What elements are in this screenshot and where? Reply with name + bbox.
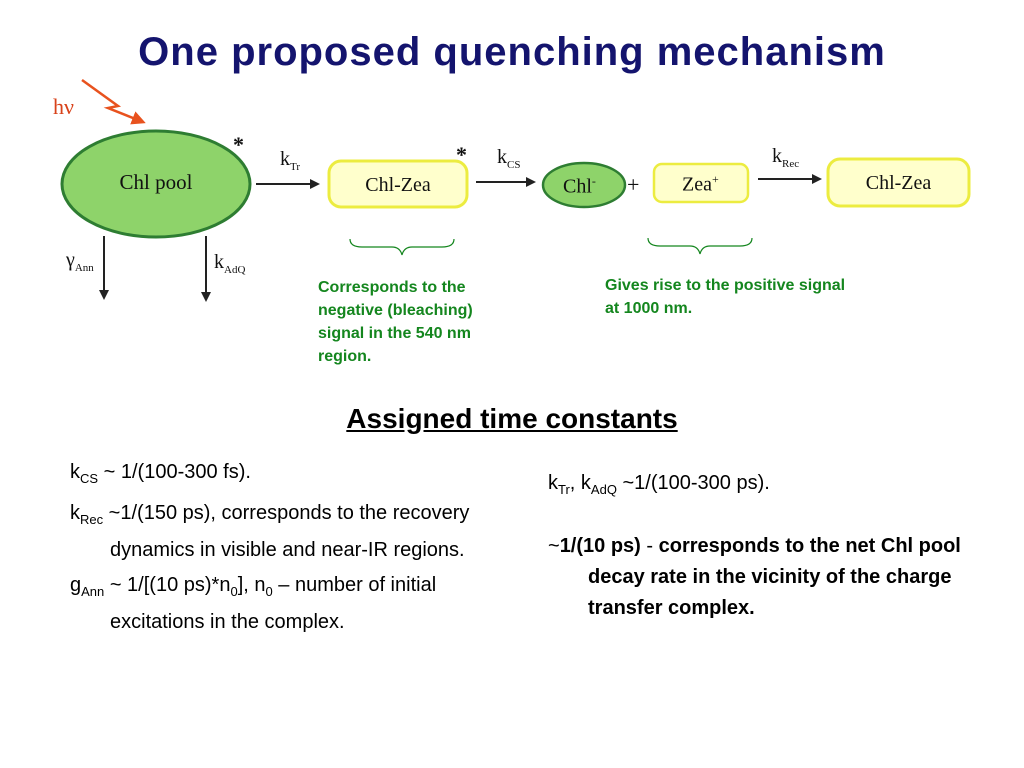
net-decay-constant: ~1/(10 ps) - corresponds to the net Chl … bbox=[548, 535, 961, 619]
kcs-label: kCS bbox=[497, 146, 521, 171]
brace-left bbox=[349, 238, 455, 256]
chl-pool-node bbox=[60, 129, 252, 239]
chl-zea-final-node bbox=[826, 157, 971, 208]
right-constants-column: kTr, kAdQ ~1/(100-300 ps). ~1/(10 ps) - … bbox=[548, 468, 978, 628]
chl-zea-excited-label: Chl-Zea bbox=[365, 174, 431, 196]
negative-signal-note: Corresponds to the negative (bleaching) … bbox=[318, 279, 473, 365]
ktr-label: kTr bbox=[280, 148, 300, 173]
chl-zea-excited-node bbox=[327, 159, 469, 209]
photon-arrow bbox=[81, 78, 146, 125]
page-title: One proposed quenching mechanism bbox=[138, 30, 886, 74]
krec-label: kRec bbox=[772, 145, 800, 170]
chl-radical-label: Chl- bbox=[563, 174, 596, 198]
excited-mark-chl-zea: * bbox=[456, 142, 467, 167]
mechanism-diagram bbox=[60, 78, 971, 302]
left-constants-column: kCS ~ 1/(100-300 fs). kRec ~1/(150 ps), … bbox=[70, 457, 485, 642]
chl-zea-final-label: Chl-Zea bbox=[865, 172, 932, 194]
excited-mark-pool: * bbox=[233, 132, 244, 157]
kcs-constant: kCS ~ 1/(100-300 fs). bbox=[70, 461, 251, 486]
krec-constant: kRec ~1/(150 ps), corresponds to the rec… bbox=[70, 502, 470, 561]
kadq-label: kAdQ bbox=[214, 251, 246, 276]
gann-constant: gAnn ~ 1/[(10 ps)*n0], n0 – number of in… bbox=[70, 574, 437, 633]
photon-label: hν bbox=[53, 94, 74, 119]
chl-pool-label: Chl pool bbox=[119, 170, 193, 194]
plus-sign: + bbox=[627, 172, 640, 197]
chl-radical-node bbox=[541, 161, 627, 209]
section-heading: Assigned time constants bbox=[346, 403, 678, 434]
ktr-kadq-constant: kTr, kAdQ ~1/(100-300 ps). bbox=[548, 472, 770, 497]
brace-right bbox=[647, 237, 753, 255]
zea-radical-node bbox=[652, 162, 750, 204]
zea-radical-label: Zea+ bbox=[682, 172, 719, 196]
positive-signal-note: Gives rise to the positive signal at 100… bbox=[605, 277, 846, 317]
gamma-ann-label: γAnn bbox=[66, 249, 94, 274]
